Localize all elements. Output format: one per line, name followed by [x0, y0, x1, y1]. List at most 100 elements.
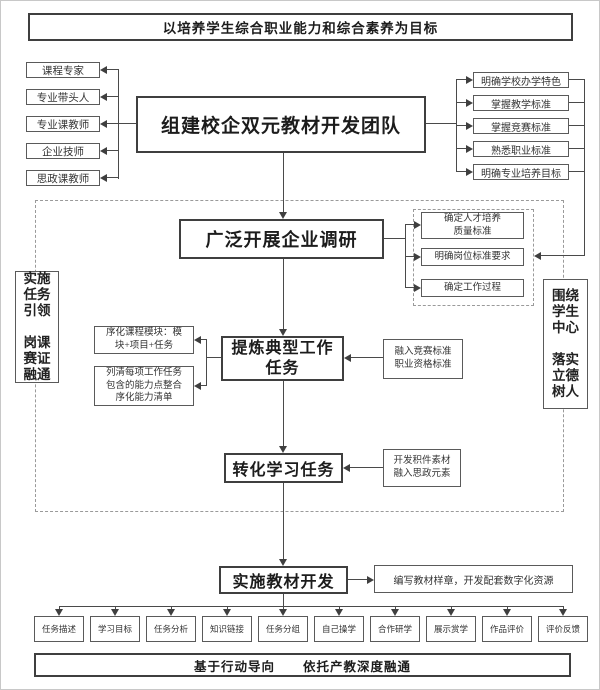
output-box-sample-chapter: 编写教材样章，开发配套数字化资源 — [374, 565, 573, 593]
connector — [563, 606, 565, 609]
outcome-box-work-process: 确定工作过程 — [421, 279, 524, 297]
connector — [348, 579, 367, 581]
connector — [283, 153, 285, 212]
connector — [405, 256, 414, 258]
connector — [283, 381, 285, 446]
step-box-show-appreciate: 展示赏学 — [426, 616, 476, 642]
arrowhead — [100, 120, 107, 128]
connector — [107, 150, 119, 152]
connector — [569, 125, 584, 127]
arrowhead — [279, 609, 287, 616]
connector — [451, 606, 453, 609]
arrowhead — [466, 145, 473, 153]
arrowhead — [100, 93, 107, 101]
input-box-courseware-materials: 开发积件素材 融入思政元素 — [383, 449, 461, 487]
step-box-learning-goals: 学习目标 — [90, 616, 140, 642]
arrowhead — [335, 609, 343, 616]
arrowhead — [367, 576, 374, 584]
arrowhead — [466, 122, 473, 130]
arrowhead — [279, 329, 287, 336]
footer-right-label: 依托产教深度融通 — [303, 659, 412, 674]
outcome-box-talent-quality: 确定人才培养 质量标准 — [421, 212, 524, 239]
arrowhead — [279, 212, 287, 219]
arrowhead — [223, 609, 231, 616]
member-box-ideology-teacher: 思政课教师 — [26, 170, 100, 186]
outcome-box-post-standards: 明确岗位标准要求 — [421, 248, 524, 266]
connector — [59, 606, 61, 609]
arrowhead — [414, 221, 421, 229]
step-box-task-description: 任务描述 — [34, 616, 84, 642]
arrowhead — [279, 559, 287, 566]
arrowhead — [447, 609, 455, 616]
connector — [569, 148, 584, 150]
footer-left-label: 基于行动导向 — [193, 659, 275, 674]
connector — [59, 606, 564, 608]
connector — [456, 79, 466, 81]
connector — [456, 171, 466, 173]
connector — [569, 79, 584, 81]
connector — [395, 606, 397, 609]
connector — [107, 69, 119, 71]
arrowhead — [111, 609, 119, 616]
member-box-program-teacher: 专业课教师 — [26, 116, 100, 132]
dashed-outcomes-border — [413, 209, 534, 306]
arrowhead — [414, 284, 421, 292]
step-box-self-practice: 自己操学 — [314, 616, 364, 642]
step-box-knowledge-links: 知识链接 — [202, 616, 252, 642]
arrowhead — [100, 147, 107, 155]
arrowhead — [279, 446, 287, 453]
connector — [339, 606, 341, 609]
enterprise-research-box: 广泛开展企业调研 — [179, 219, 384, 259]
goal-box-school-features: 明确学校办学特色 — [473, 72, 569, 88]
arrowhead — [343, 464, 350, 472]
step-box-evaluation-feedback: 评价反馈 — [538, 616, 588, 642]
connector — [384, 238, 405, 240]
arrowhead — [194, 382, 201, 390]
arrowhead — [100, 174, 107, 182]
connector — [201, 385, 207, 387]
step-box-task-analysis: 任务分析 — [146, 616, 196, 642]
connector — [107, 96, 119, 98]
arrowhead — [534, 252, 541, 260]
arrowhead — [559, 609, 567, 616]
connector — [350, 467, 383, 469]
connector — [351, 357, 383, 359]
arrowhead — [55, 609, 63, 616]
arrowhead — [414, 253, 421, 261]
transform-tasks-box: 转化学习任务 — [224, 453, 343, 483]
connector — [456, 102, 466, 104]
connector — [206, 357, 221, 359]
note-box-module-sequence: 序化课程模块：模 块+项目+任务 — [94, 326, 194, 354]
connector — [283, 259, 285, 329]
develop-textbook-box: 实施教材开发 — [219, 566, 348, 594]
footer-banner: 基于行动导向 依托产教深度融通 — [34, 653, 571, 677]
connector — [507, 606, 509, 609]
connector — [405, 224, 414, 226]
connector — [283, 483, 285, 559]
input-box-competition-standards: 融入竞赛标准 职业资格标准 — [383, 339, 463, 379]
arrowhead — [194, 336, 201, 344]
side-box-task-leading: 实施 任务 引领 岗课 赛证 融通 — [15, 271, 59, 383]
connector — [118, 123, 136, 125]
arrowhead — [466, 168, 473, 176]
arrowhead — [503, 609, 511, 616]
connector — [569, 102, 584, 104]
connector — [171, 606, 173, 609]
goal-box-teaching-standards: 掌握教学标准 — [473, 95, 569, 111]
goal-box-occupation-standards: 熟悉职业标准 — [473, 141, 569, 157]
goal-banner: 以培养学生综合职业能力和综合素养为目标 — [28, 13, 573, 41]
step-box-cooperative-study: 合作研学 — [370, 616, 420, 642]
extract-tasks-box: 提炼典型工作 任务 — [221, 336, 344, 381]
connector — [584, 79, 586, 256]
arrowhead — [391, 609, 399, 616]
connector — [456, 148, 466, 150]
arrowhead — [466, 99, 473, 107]
step-box-task-grouping: 任务分组 — [258, 616, 308, 642]
connector — [456, 125, 466, 127]
arrowhead — [100, 66, 107, 74]
member-box-curriculum-expert: 课程专家 — [26, 62, 100, 78]
goal-box-competition-standards: 掌握竞赛标准 — [473, 118, 569, 134]
member-box-program-leader: 专业带头人 — [26, 89, 100, 105]
arrowhead — [167, 609, 175, 616]
